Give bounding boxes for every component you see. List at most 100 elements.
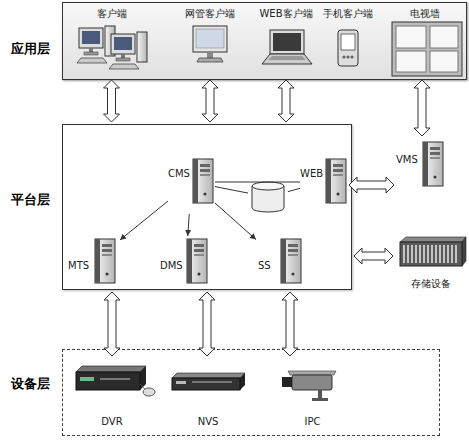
storage-node: 存储设备 — [395, 238, 467, 292]
nvs-icon — [172, 378, 240, 390]
server-node: MTS — [68, 236, 120, 286]
server-node: VMS — [396, 138, 448, 190]
node-label: 手机客户端 — [320, 8, 376, 20]
server-icon — [423, 142, 443, 186]
dvr-icon — [140, 384, 148, 389]
dvr-icon — [100, 378, 130, 380]
laptop-icon — [262, 54, 312, 64]
pc-icon — [82, 31, 100, 44]
storage-icon — [400, 237, 466, 266]
camera-icon — [282, 371, 336, 401]
monitor-icon — [207, 52, 213, 58]
phone-icon — [338, 30, 358, 66]
layer-title: 应用层 — [11, 41, 59, 57]
pc-icon — [114, 37, 132, 50]
tv-wall-icon — [392, 22, 462, 76]
double-arrow — [414, 80, 430, 136]
node-label: IPC — [275, 416, 350, 428]
database-cylinder — [252, 182, 284, 190]
node-label: WEB客户端 — [254, 8, 318, 20]
node-label: MTS — [68, 260, 93, 272]
nvs-icon — [176, 381, 186, 384]
node-label: SS — [258, 260, 280, 272]
dvr-icon — [76, 366, 146, 372]
dvr-icon — [140, 366, 146, 390]
laptop-icon — [268, 56, 306, 60]
camera-icon — [312, 398, 328, 401]
double-arrow — [104, 292, 120, 356]
server-icon — [326, 159, 346, 203]
tv-wall-icon — [392, 22, 462, 76]
server-node: CMS — [168, 150, 215, 214]
storage-icon — [462, 237, 466, 266]
link-line — [215, 182, 300, 183]
node-label: 客户端 — [75, 8, 148, 20]
tv-wall-icon — [430, 26, 458, 48]
database-cylinder — [252, 186, 284, 212]
node-label: VMS — [396, 154, 421, 166]
client-terminal: 客户端 — [75, 4, 148, 78]
pc-icon — [84, 52, 98, 55]
double-arrow — [199, 292, 215, 356]
server-icon — [193, 159, 213, 203]
storage-icon — [400, 237, 466, 242]
monitor-icon — [193, 26, 227, 62]
link-line — [215, 203, 256, 240]
server-icon — [187, 239, 207, 283]
dvr-icon — [76, 372, 140, 390]
server-icon — [95, 239, 115, 283]
pc-icon — [109, 64, 139, 69]
pc-icon — [137, 32, 147, 62]
pc-icon — [89, 48, 93, 52]
server-node: WEB — [300, 150, 347, 214]
pc-icon — [77, 26, 115, 63]
server-node: SS — [256, 236, 304, 286]
pc-icon — [77, 58, 107, 63]
device-node: NVS — [168, 358, 248, 430]
server-icon — [281, 239, 301, 283]
camera-icon — [288, 371, 336, 375]
camera-icon — [292, 375, 332, 390]
client-terminal: 手机客户端 — [320, 4, 376, 78]
layer-band: 设备层DVRNVSIPC — [62, 349, 440, 436]
layer-title: 平台层 — [11, 192, 59, 208]
pc-icon — [121, 54, 125, 58]
tv-wall-icon — [396, 26, 426, 48]
link-line — [288, 188, 300, 191]
client-terminal: 电视墙 — [388, 4, 462, 78]
node-label: NVS — [168, 416, 248, 428]
nvs-icon — [172, 373, 245, 390]
pc-icon — [109, 32, 147, 69]
pc-icon — [111, 34, 135, 54]
laptop-icon — [262, 30, 312, 64]
double-arrow — [104, 80, 120, 122]
camera-icon — [318, 390, 322, 398]
double-arrow — [354, 248, 393, 264]
tv-wall-icon — [430, 51, 458, 72]
dvr-icon — [143, 388, 155, 396]
server-node: DMS — [160, 236, 212, 286]
monitor-icon — [193, 26, 227, 52]
database-node: 数据库 — [248, 181, 288, 213]
link-line — [188, 214, 190, 236]
node-label: 网管客户端 — [178, 8, 242, 20]
pc-icon — [79, 28, 103, 48]
storage-icon — [403, 245, 459, 263]
node-label: 存储设备 — [395, 278, 467, 290]
phone-icon — [341, 34, 355, 50]
monitor-icon — [197, 58, 223, 62]
tv-wall-icon — [396, 51, 426, 72]
node-label: DVR — [72, 416, 152, 428]
storage-icon — [400, 242, 462, 266]
link-line — [120, 201, 168, 240]
pc-icon — [105, 26, 115, 56]
device-node: IPC — [275, 358, 350, 430]
double-arrow — [278, 80, 294, 122]
nvs-icon — [192, 381, 232, 383]
camera-icon — [282, 377, 292, 387]
nvs-icon — [172, 373, 245, 378]
client-terminal: WEB客户端 — [254, 4, 318, 78]
double-arrow — [349, 177, 394, 193]
phone-icon — [338, 30, 358, 66]
